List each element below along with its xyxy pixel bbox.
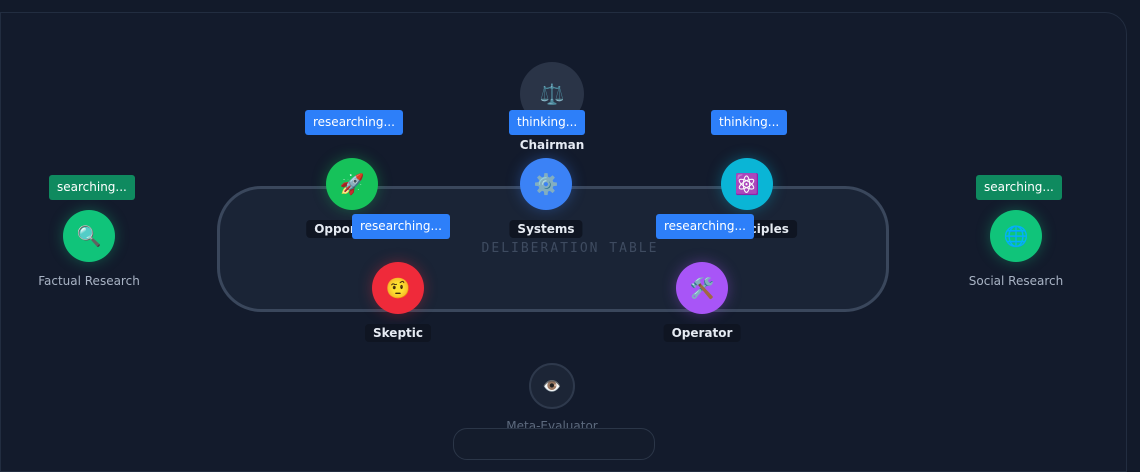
gear-icon: ⚙️	[533, 172, 559, 196]
first-principles-status-badge: thinking...	[711, 110, 788, 135]
skeptic-status-badge: researching...	[352, 214, 450, 239]
magnifier-icon: 🔍	[76, 224, 102, 248]
skeptic-node[interactable]: 🤨	[372, 262, 424, 314]
globe-icon: 🌐	[1003, 224, 1029, 248]
opportunity-label: Oppor	[306, 220, 364, 238]
opportunity-status-badge: researching...	[305, 110, 403, 135]
skeptic-label: Skeptic	[365, 324, 431, 342]
chairman-label: Chairman	[519, 138, 585, 152]
operator-node[interactable]: 🛠️	[676, 262, 728, 314]
systems-label: Systems	[509, 220, 583, 238]
social-research-label: Social Research	[968, 274, 1064, 288]
bottom-panel	[453, 428, 655, 460]
factual-research-label: Factual Research	[38, 274, 140, 288]
operator-label: Operator	[663, 324, 741, 342]
factual-research-node[interactable]: 🔍	[63, 210, 115, 262]
factual-research-status-badge: searching...	[49, 175, 135, 200]
chairman-status-badge: thinking...	[509, 110, 586, 135]
deliberation-table-label: DELIBERATION TABLE	[481, 241, 659, 256]
scales-icon: ⚖️	[539, 82, 565, 106]
social-research-status-badge: searching...	[976, 175, 1062, 200]
opportunity-node[interactable]: 🚀	[326, 158, 378, 210]
systems-node[interactable]: ⚙️	[520, 158, 572, 210]
tools-icon: 🛠️	[689, 276, 715, 300]
operator-status-badge: researching...	[656, 214, 754, 239]
meta-evaluator-node[interactable]: 👁️	[529, 363, 575, 409]
rocket-icon: 🚀	[339, 172, 365, 196]
social-research-node[interactable]: 🌐	[990, 210, 1042, 262]
first-principles-node[interactable]: ⚛️	[721, 158, 773, 210]
skeptic-face-icon: 🤨	[385, 276, 411, 300]
atom-icon: ⚛️	[734, 172, 760, 196]
eye-icon: 👁️	[542, 377, 562, 395]
